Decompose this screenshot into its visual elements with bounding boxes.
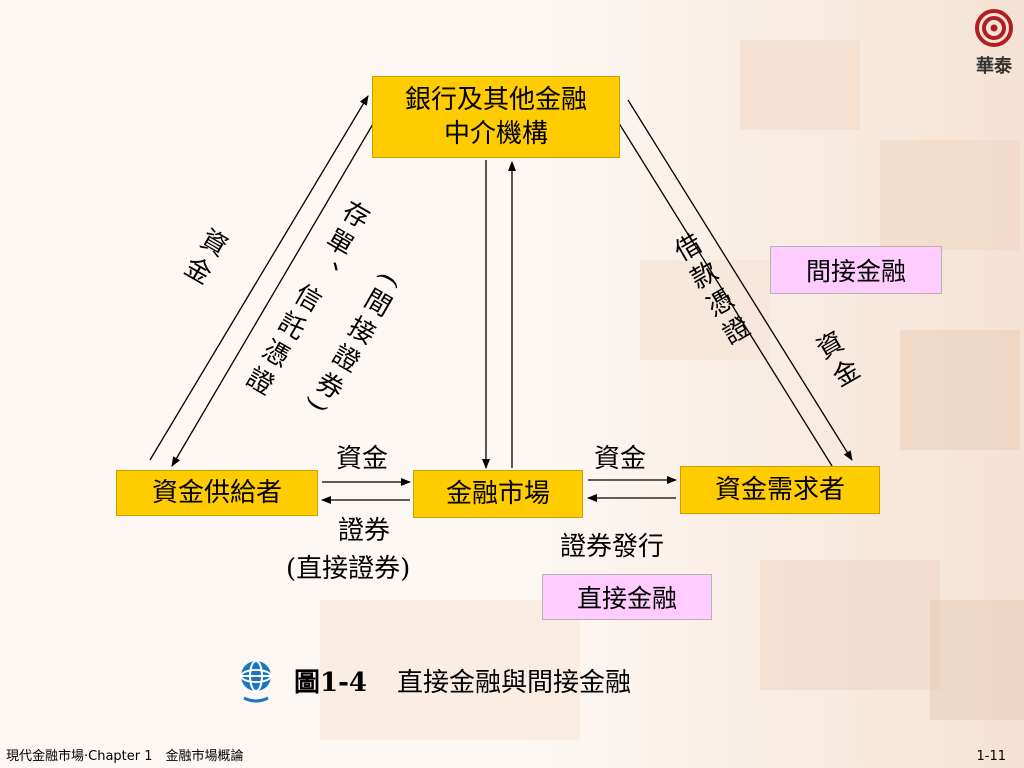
node-bank-line1: 銀行及其他金融: [404, 85, 587, 115]
arrow-supplier-to-bank: [149, 95, 369, 461]
tag-indirect-finance: 間接金融: [770, 246, 942, 294]
footer-left: 現代金融市場‧Chapter 1 金融市場概論: [6, 749, 244, 764]
page-number: 1-11: [976, 749, 1006, 764]
logo-ring-icon: [975, 9, 1013, 47]
arrow-bank-to-demander: [627, 99, 853, 461]
node-market: 金融市場: [413, 470, 583, 518]
logo-text: 華泰: [976, 56, 1012, 77]
arrow-bank-to-supplier: [171, 111, 381, 467]
label-bottom-right-issue: 證券發行: [560, 532, 665, 562]
node-demander: 資金需求者: [680, 466, 880, 514]
label-bottom-left-securities: 證券: [338, 516, 391, 546]
label-bottom-left-direct: (直接證券): [286, 554, 411, 584]
node-supplier: 資金供給者: [116, 470, 318, 516]
caption-title: 直接金融與間接金融: [396, 667, 631, 698]
label-bottom-right-funds: 資金: [594, 444, 647, 474]
label-bottom-left-funds: 資金: [336, 444, 389, 474]
company-logo: 華泰: [970, 8, 1018, 78]
globe-icon: [240, 660, 272, 703]
node-bank: 銀行及其他金融 中介機構: [372, 76, 620, 158]
caption-figure: 圖1-4: [294, 667, 367, 698]
caption: 圖1-4 直接金融與間接金融: [236, 656, 631, 704]
node-bank-line2: 中介機構: [443, 119, 548, 149]
tag-direct-finance: 直接金融: [542, 574, 712, 620]
arrow-demander-to-bank: [611, 111, 833, 467]
